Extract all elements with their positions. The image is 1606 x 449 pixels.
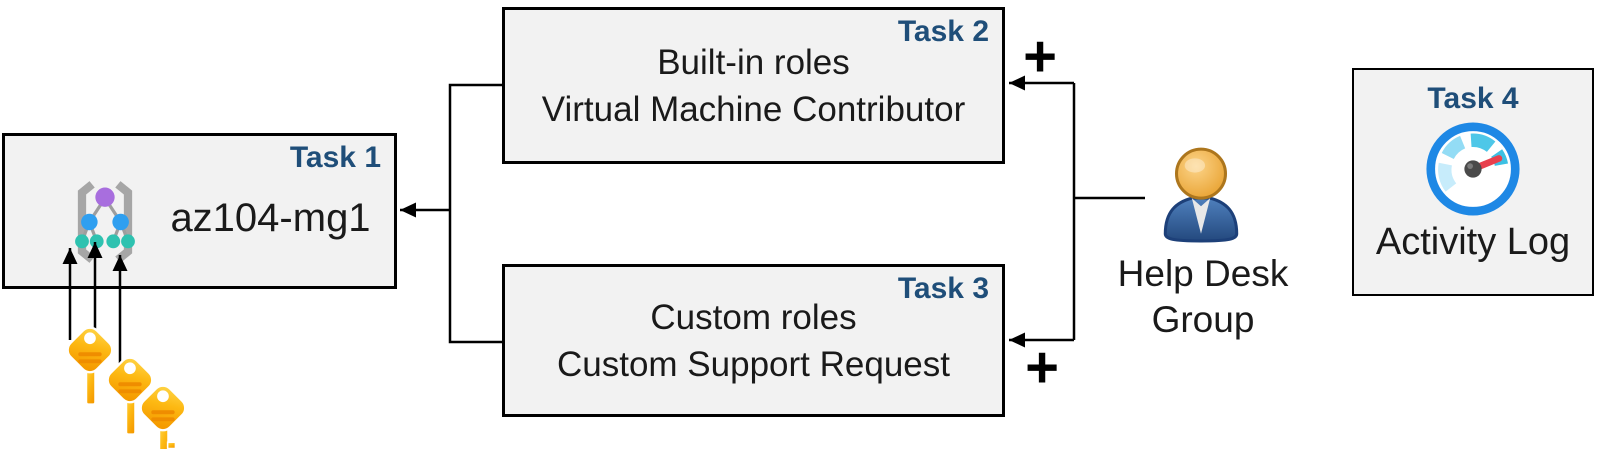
actor-label-line1: Help Desk [1117, 253, 1289, 294]
task3-line1: Custom roles [650, 297, 857, 337]
plus-task3-icon: + [1025, 335, 1059, 400]
task3-box: Task 3 Custom roles Custom Support Reque… [502, 264, 1005, 417]
actor-label-line2: Group [1151, 299, 1255, 340]
task4-box: Task 4 Activity Log [1352, 68, 1594, 296]
management-group-icon [75, 181, 135, 263]
task4-badge: Task 4 [1427, 82, 1519, 115]
task1-box: Task 1 az104-mg1 [2, 133, 397, 289]
key-1 [66, 326, 114, 406]
plus-task2-icon: + [1023, 24, 1057, 89]
task1-badge: Task 1 [289, 141, 381, 174]
task2-box: Task 2 Built-in roles Virtual Machine Co… [502, 7, 1005, 164]
task1-title: az104-mg1 [170, 196, 371, 240]
actor-label: Help Desk Group [1095, 251, 1311, 343]
bracket-connector [448, 83, 503, 344]
task4-caption: Activity Log [1375, 221, 1571, 263]
task2-badge: Task 2 [897, 15, 989, 48]
gauge-icon [1426, 122, 1520, 216]
task2-line2: Virtual Machine Contributor [541, 89, 966, 129]
keys-icon [66, 326, 187, 449]
key-2 [106, 356, 154, 436]
person-icon [1163, 147, 1239, 243]
key-3 [139, 384, 187, 449]
task3-badge: Task 3 [897, 272, 989, 305]
task3-line2: Custom Support Request [557, 344, 950, 384]
task2-line1: Built-in roles [657, 42, 850, 82]
